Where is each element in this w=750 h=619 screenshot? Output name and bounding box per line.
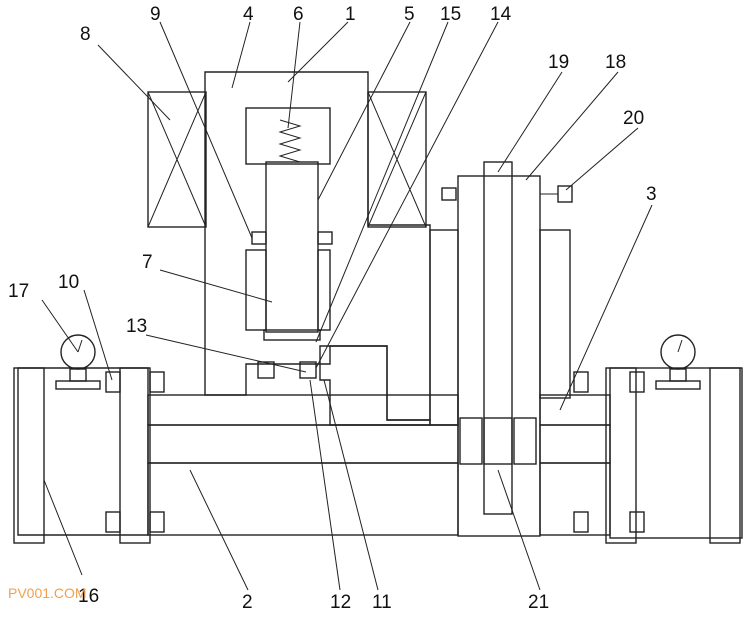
label-6: 6 bbox=[293, 4, 304, 25]
vertical-sleeve bbox=[457, 161, 541, 537]
label-19: 19 bbox=[548, 52, 569, 73]
spring bbox=[278, 119, 302, 163]
label-12: 12 bbox=[330, 592, 351, 613]
right-tank bbox=[605, 367, 743, 544]
seat-block-left bbox=[257, 361, 275, 379]
label-7: 7 bbox=[142, 252, 153, 273]
label-5: 5 bbox=[404, 4, 415, 25]
plunger-seal bbox=[263, 329, 321, 341]
pressure-gauge-right bbox=[655, 334, 701, 390]
seat-block-right bbox=[299, 361, 317, 379]
label-3: 3 bbox=[646, 184, 657, 205]
flange-bolts bbox=[105, 371, 645, 533]
label-15: 15 bbox=[440, 4, 461, 25]
label-21: 21 bbox=[528, 592, 549, 613]
coil bbox=[147, 91, 427, 228]
pipe-body bbox=[147, 394, 611, 536]
label-2: 2 bbox=[242, 592, 253, 613]
adjust-screw bbox=[441, 185, 573, 203]
label-20: 20 bbox=[623, 108, 644, 129]
plunger bbox=[265, 161, 319, 333]
label-10: 10 bbox=[58, 272, 79, 293]
watermark: PV001.COM bbox=[8, 585, 87, 601]
left-tank bbox=[13, 367, 151, 544]
pressure-gauge-left bbox=[55, 334, 101, 390]
label-17: 17 bbox=[8, 281, 29, 302]
label-13: 13 bbox=[126, 316, 147, 337]
leader-lines bbox=[41, 21, 653, 591]
label-18: 18 bbox=[605, 52, 626, 73]
valve-housing bbox=[204, 71, 571, 426]
label-16: 16 bbox=[78, 586, 99, 607]
label-4: 4 bbox=[243, 4, 254, 25]
label-9: 9 bbox=[150, 4, 161, 25]
label-11: 11 bbox=[372, 592, 392, 613]
label-14: 14 bbox=[490, 4, 512, 25]
label-1: 1 bbox=[345, 4, 356, 25]
seal-ring-left bbox=[251, 231, 267, 245]
spring-chamber bbox=[245, 107, 331, 165]
label-8: 8 bbox=[80, 24, 91, 45]
seal-ring-right bbox=[317, 231, 333, 245]
